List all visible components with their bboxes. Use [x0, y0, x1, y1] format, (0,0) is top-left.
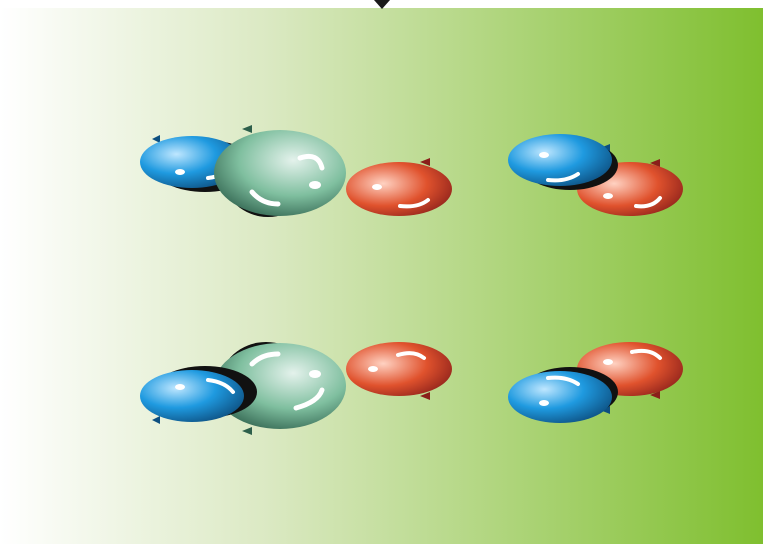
blue-atom-highlight	[539, 400, 549, 406]
green-atom	[214, 130, 346, 216]
tick-mark	[650, 159, 660, 167]
tick-mark	[242, 427, 252, 435]
red-atom-reflection	[634, 196, 662, 209]
red-atom-reflection	[398, 198, 430, 209]
red-atom-highlight	[603, 193, 613, 199]
red-atom-reflection	[396, 351, 426, 360]
red-atom-reflection	[630, 348, 662, 360]
tick-mark	[650, 391, 660, 399]
green-atom-reflection	[297, 153, 325, 171]
blue-atom-highlight	[175, 384, 185, 390]
red-atom-highlight	[603, 359, 613, 365]
red-atom	[346, 342, 452, 396]
green-atom-reflection	[249, 351, 281, 367]
green-atom-reflection	[293, 387, 325, 411]
tick-mark	[152, 416, 160, 424]
blue-atom	[508, 371, 612, 423]
blue-atom-highlight	[175, 169, 185, 175]
green-atom	[214, 343, 346, 429]
blue-atom-reflection	[546, 375, 580, 386]
tick-mark	[152, 135, 160, 143]
red-atom	[346, 162, 452, 216]
molecule-diatomic-top	[508, 134, 683, 216]
blue-atom	[508, 134, 612, 186]
molecule-triatomic-bottom	[140, 342, 452, 435]
blue-atom-reflection	[206, 378, 235, 394]
down-triangle-icon	[374, 0, 390, 9]
molecule-diatomic-bottom	[508, 342, 683, 423]
tick-mark	[420, 158, 430, 166]
blue-atom-highlight	[539, 152, 549, 158]
red-atom-highlight	[368, 366, 378, 372]
blue-atom	[140, 370, 244, 422]
molecule-triatomic-top	[140, 125, 452, 217]
red-atom-highlight	[372, 184, 382, 190]
green-atom-highlight	[309, 370, 321, 378]
green-atom-reflection	[249, 189, 281, 207]
blue-atom-reflection	[546, 172, 580, 183]
tick-mark	[242, 125, 252, 133]
green-atom-highlight	[309, 181, 321, 189]
tick-mark	[420, 392, 430, 400]
